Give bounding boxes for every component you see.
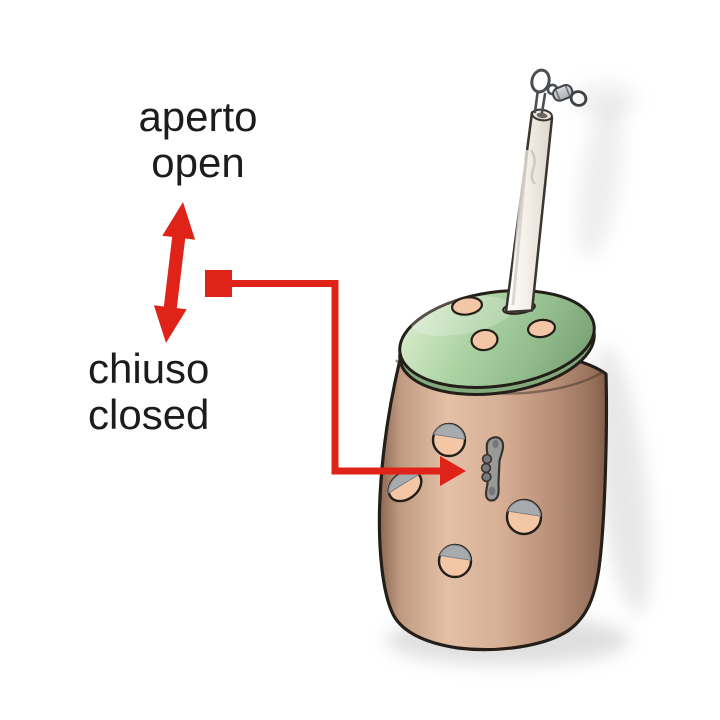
clip-bead xyxy=(481,453,493,465)
stem-shadow xyxy=(576,100,624,260)
callout-connector-line xyxy=(230,280,441,475)
stem-cap-opening xyxy=(536,112,548,119)
swivel-wire xyxy=(533,91,547,114)
callout-square-marker xyxy=(205,270,232,297)
stem-inner-line xyxy=(511,149,529,306)
stem-reflection-squiggle xyxy=(529,149,536,185)
lid-hole xyxy=(470,328,499,352)
clip-bottom-notch xyxy=(488,486,496,496)
open-label: aperto open xyxy=(95,94,301,186)
body-hole-right xyxy=(505,498,543,536)
hole-inner-crescent xyxy=(433,423,466,440)
closed-label-italian: chiuso xyxy=(88,345,210,392)
slider-clip xyxy=(480,436,505,502)
body-hole-upper xyxy=(431,422,467,458)
barrel-band xyxy=(564,85,571,97)
lid-highlight xyxy=(410,296,514,336)
clip-bead xyxy=(480,462,492,474)
clip-bead xyxy=(481,471,492,483)
closed-label: chiuso closed xyxy=(88,346,328,438)
stem-group xyxy=(502,108,554,315)
swivel-loop-icon xyxy=(530,68,551,94)
hole-inner-crescent xyxy=(507,499,542,517)
closed-label-english: closed xyxy=(88,391,210,438)
annotation-group xyxy=(153,202,466,486)
body-hole-left xyxy=(387,469,423,503)
barrel-band xyxy=(555,89,561,101)
stem-highlight xyxy=(509,159,525,307)
double-headed-arrow-icon xyxy=(153,202,196,343)
lid-hole xyxy=(450,296,484,316)
swivel-ring xyxy=(569,90,588,107)
lid-hole xyxy=(526,318,557,339)
callout-right-arrowhead-icon xyxy=(440,456,466,486)
swivel-barrel xyxy=(552,84,574,102)
open-label-english: open xyxy=(151,139,245,186)
slider-clip-body xyxy=(484,436,505,502)
swivel-shadow xyxy=(573,82,637,118)
body-hole-lower xyxy=(437,543,473,579)
clip-top-notch xyxy=(492,439,499,449)
hole-inner-crescent xyxy=(439,544,472,561)
open-label-italian: aperto xyxy=(138,93,258,140)
swivel-group xyxy=(530,68,588,114)
feeder-lid-group xyxy=(398,289,596,396)
